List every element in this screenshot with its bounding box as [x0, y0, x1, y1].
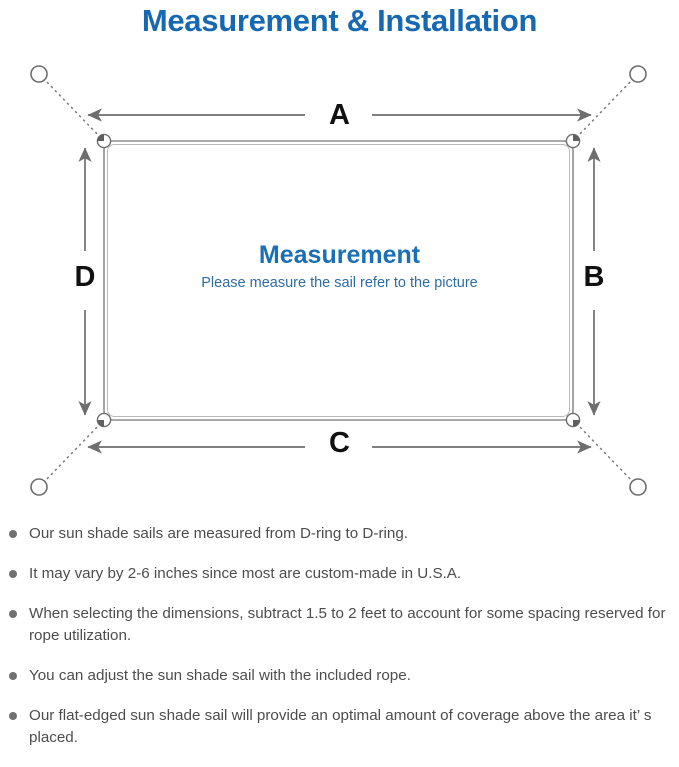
anchor-point-bottom-right [629, 478, 647, 496]
anchor-point-bottom-left [30, 478, 48, 496]
note-text: When selecting the dimensions, subtract … [29, 605, 666, 644]
dimension-label-a: A [329, 99, 350, 131]
dimension-label-d: D [74, 261, 96, 293]
note-text: Our sun shade sails are measured from D-… [29, 525, 408, 542]
corner-rope-bottom-left [30, 422, 102, 496]
list-item: It may vary by 2-6 inches since most are… [0, 563, 679, 585]
note-text: You can adjust the sun shade sail with t… [29, 667, 411, 684]
d-ring-bottom-right [565, 412, 581, 428]
sail-outline [103, 140, 574, 421]
notes-list: Our sun shade sails are measured from D-… [0, 523, 679, 767]
d-ring-bottom-left [96, 412, 112, 428]
dimension-label-c: C [329, 427, 350, 459]
bullet-icon [9, 712, 17, 720]
anchor-point-top-left [30, 65, 48, 83]
dimension-label-b: B [583, 261, 605, 293]
note-text: It may vary by 2-6 inches since most are… [29, 565, 462, 582]
note-text: Our flat-edged sun shade sail will provi… [29, 707, 652, 746]
bullet-icon [9, 530, 17, 538]
corner-rope-top-left [30, 65, 102, 139]
diagram-canvas [30, 65, 647, 496]
d-ring-top-left [96, 133, 112, 149]
bullet-icon [9, 610, 17, 618]
list-item: Our sun shade sails are measured from D-… [0, 523, 679, 545]
bullet-icon [9, 570, 17, 578]
list-item: When selecting the dimensions, subtract … [0, 603, 679, 647]
anchor-point-top-right [629, 65, 647, 83]
bullet-icon [9, 672, 17, 680]
list-item: Our flat-edged sun shade sail will provi… [0, 705, 679, 749]
d-ring-top-right [565, 133, 581, 149]
corner-rope-top-right [575, 65, 647, 139]
list-item: You can adjust the sun shade sail with t… [0, 665, 679, 687]
page-title: Measurement & Installation [141, 3, 538, 38]
measurement-diagram: Measurement Please measure the sail refe… [0, 44, 679, 514]
corner-rope-bottom-right [575, 422, 647, 496]
